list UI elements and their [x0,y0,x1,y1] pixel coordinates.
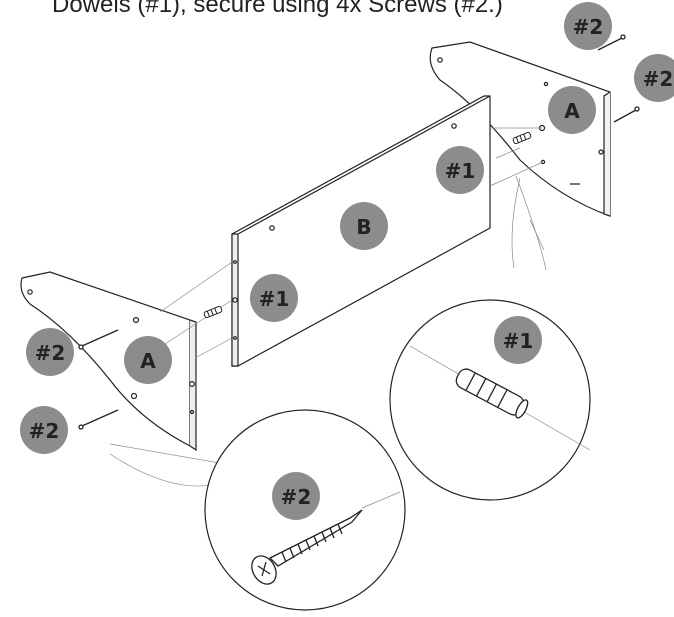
badge-screw-right: #2 [634,54,674,102]
badge-dowel-detail: #1 [494,316,542,364]
screw-parts [78,34,640,430]
dowel-parts [203,131,532,319]
svg-text:#2: #2 [281,485,312,509]
badge-part-b: B [340,202,388,250]
dowel-icon [455,368,529,419]
badge-screw-top: #2 [564,2,612,50]
svg-text:#1: #1 [259,287,290,311]
svg-text:#2: #2 [573,15,604,39]
svg-text:#2: #2 [29,419,60,443]
svg-text:A: A [140,349,156,373]
label-badges: A A B #1 #1 #1 [20,2,674,520]
badge-screw-left-lower: #2 [20,406,68,454]
svg-text:A: A [564,99,580,123]
badge-part-a-right: A [548,86,596,134]
svg-text:#2: #2 [643,67,674,91]
badge-part-a-left: A [124,336,172,384]
badge-dowel-top: #1 [436,146,484,194]
svg-text:#1: #1 [445,159,476,183]
left-side-panel [20,271,197,452]
badge-screw-detail: #2 [272,472,320,520]
badge-dowel-middle: #1 [250,274,298,322]
dowel-detail-circle [389,299,591,501]
svg-text:#1: #1 [503,329,534,353]
right-side-panel [429,41,611,217]
svg-text:B: B [356,215,371,239]
svg-text:#2: #2 [35,341,66,365]
screw-icon [251,509,363,585]
instruction-text: Dowels (#1), secure using 4x Screws (#2.… [52,0,503,18]
badge-screw-left-upper: #2 [26,328,74,376]
